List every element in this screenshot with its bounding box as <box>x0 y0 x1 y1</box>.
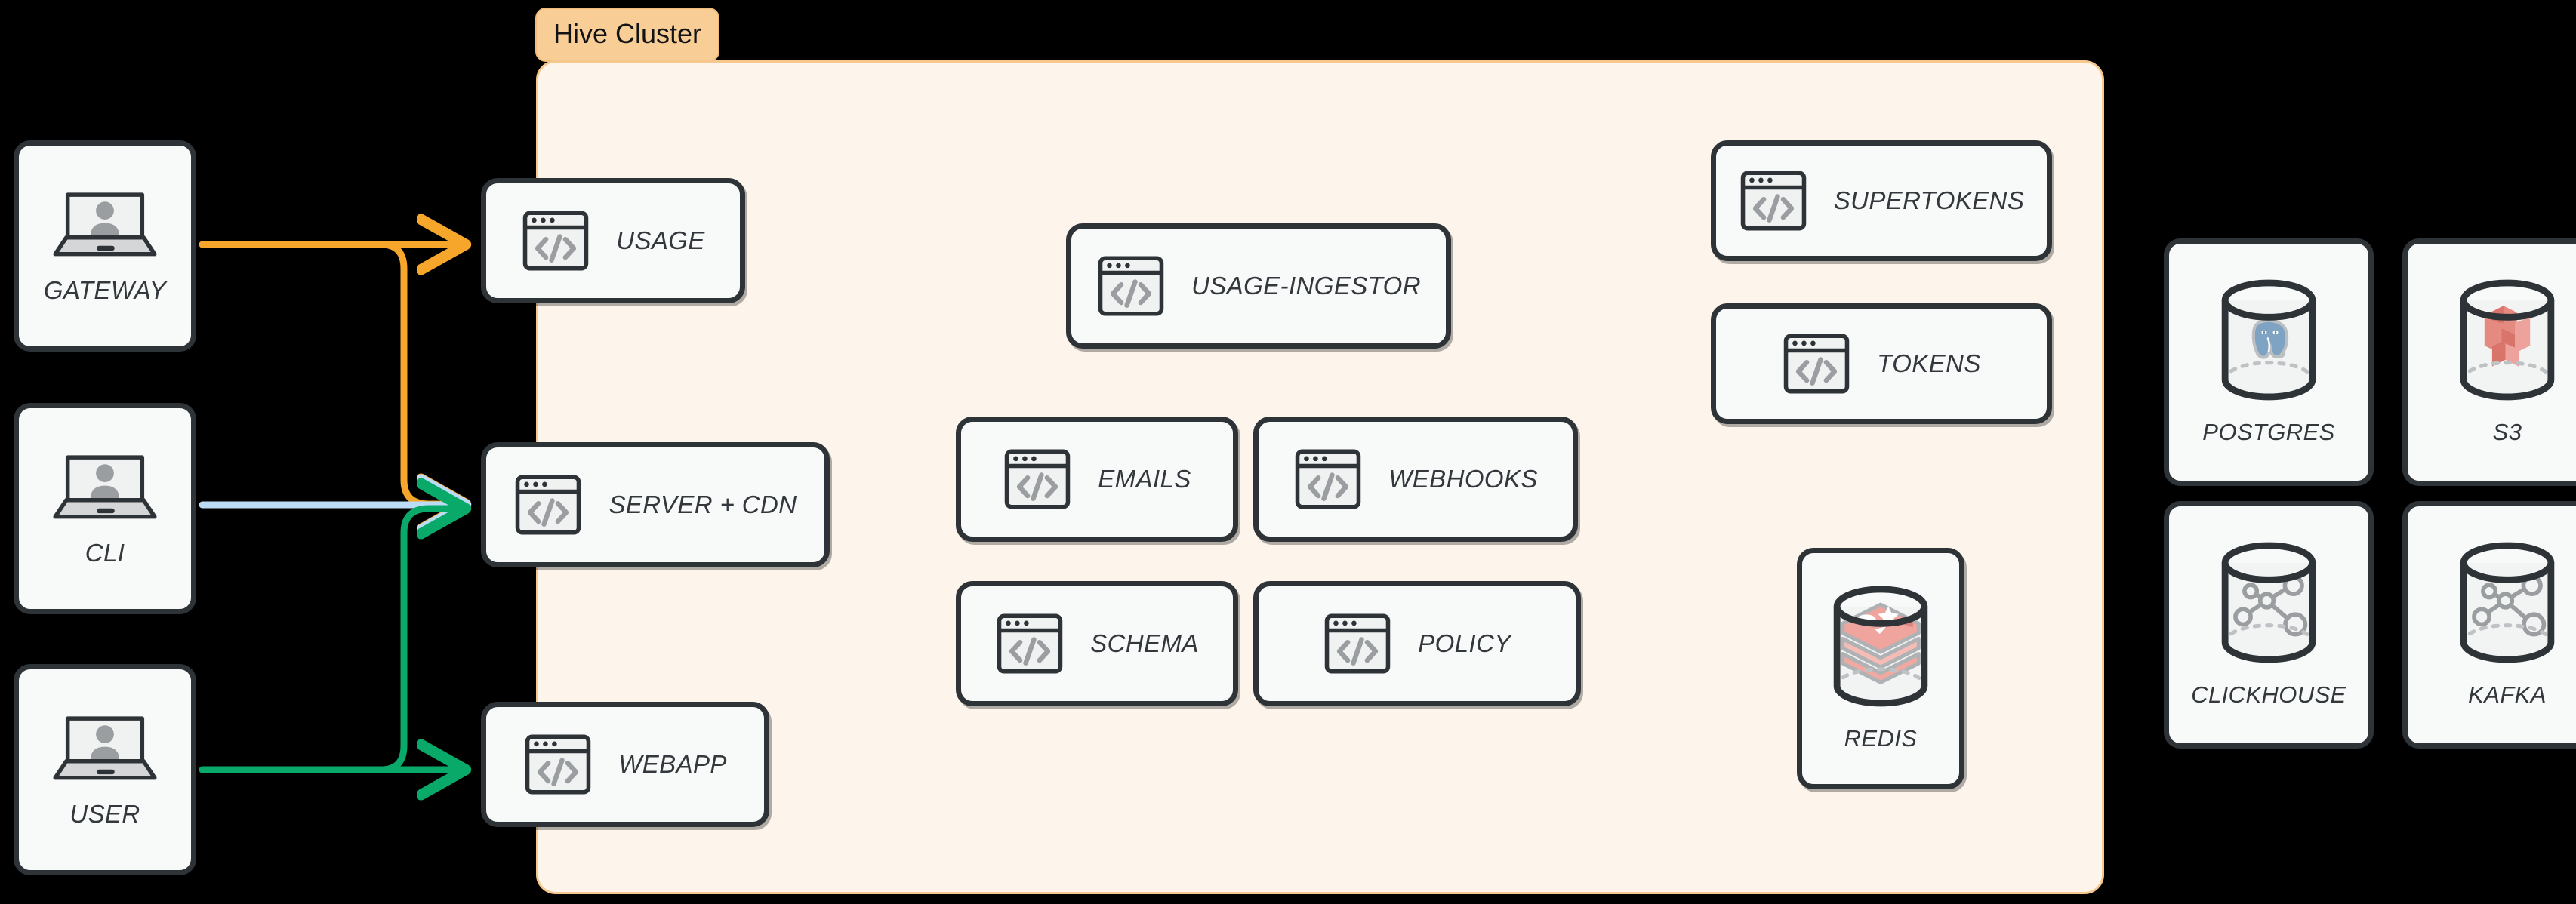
node-label: S3 <box>2492 418 2522 445</box>
wire-user-to-server-cdn <box>199 509 459 773</box>
kafka-cylinder-icon <box>2450 542 2565 663</box>
code-window-icon <box>525 734 591 795</box>
code-window-icon <box>1325 613 1391 674</box>
code-window-icon <box>1295 449 1361 509</box>
node-kafka[interactable]: KAFKA <box>2402 501 2576 749</box>
laptop-user-icon <box>53 715 157 779</box>
node-label: SERVER + CDN <box>609 490 797 518</box>
node-label: EMAILS <box>1098 465 1191 493</box>
node-user[interactable]: USER <box>14 664 196 875</box>
node-schema[interactable]: SCHEMA <box>956 581 1238 706</box>
node-webhooks[interactable]: WEBHOOKS <box>1253 417 1578 542</box>
node-clickhouse[interactable]: CLICKHOUSE <box>2164 501 2374 749</box>
node-gateway[interactable]: GATEWAY <box>14 140 196 352</box>
code-window-icon <box>1740 171 1806 231</box>
code-window-icon <box>516 475 581 535</box>
node-label: TOKENS <box>1877 349 1981 377</box>
node-label: SCHEMA <box>1090 629 1199 657</box>
node-emails[interactable]: EMAILS <box>956 417 1238 542</box>
node-supertokens[interactable]: SUPERTOKENS <box>1711 140 2052 261</box>
wire-gateway-to-server-cdn <box>199 241 459 504</box>
code-window-icon <box>1784 334 1850 394</box>
node-policy[interactable]: POLICY <box>1253 581 1581 706</box>
clickhouse-cylinder-icon <box>2211 542 2326 663</box>
node-webapp[interactable]: WEBAPP <box>481 702 769 827</box>
node-redis[interactable]: REDIS <box>1797 548 1964 789</box>
node-usage[interactable]: USAGE <box>481 178 745 303</box>
node-server-cdn[interactable]: SERVER + CDN <box>481 442 830 567</box>
node-label: GATEWAY <box>43 275 167 304</box>
node-cli[interactable]: CLI <box>14 403 196 614</box>
laptop-user-icon <box>53 454 157 518</box>
node-label: REDIS <box>1844 724 1918 752</box>
redis-cylinder-icon <box>1823 586 1938 707</box>
node-usage-ingestor[interactable]: USAGE-INGESTOR <box>1066 223 1451 349</box>
node-label: POSTGRES <box>2202 418 2335 445</box>
code-window-icon <box>1098 256 1164 316</box>
laptop-user-icon <box>53 192 157 256</box>
node-s3[interactable]: S3 <box>2402 238 2576 486</box>
node-label: USAGE <box>616 226 705 254</box>
postgres-cylinder-icon <box>2211 279 2326 401</box>
code-window-icon <box>997 613 1063 674</box>
node-tokens[interactable]: TOKENS <box>1711 303 2052 424</box>
node-label: KAFKA <box>2468 681 2547 708</box>
node-label: USER <box>69 799 140 828</box>
node-label: CLI <box>85 538 125 567</box>
s3-cylinder-icon <box>2450 279 2565 401</box>
node-postgres[interactable]: POSTGRES <box>2164 238 2374 486</box>
code-window-icon <box>1005 449 1071 509</box>
node-label: USAGE-INGESTOR <box>1191 272 1421 300</box>
node-label: CLICKHOUSE <box>2191 681 2346 708</box>
cluster-badge: Hive Cluster <box>535 8 720 62</box>
node-label: WEBHOOKS <box>1388 465 1538 493</box>
code-window-icon <box>522 211 589 271</box>
node-label: SUPERTOKENS <box>1833 186 2025 214</box>
node-label: POLICY <box>1418 629 1511 657</box>
node-label: WEBAPP <box>618 750 727 778</box>
